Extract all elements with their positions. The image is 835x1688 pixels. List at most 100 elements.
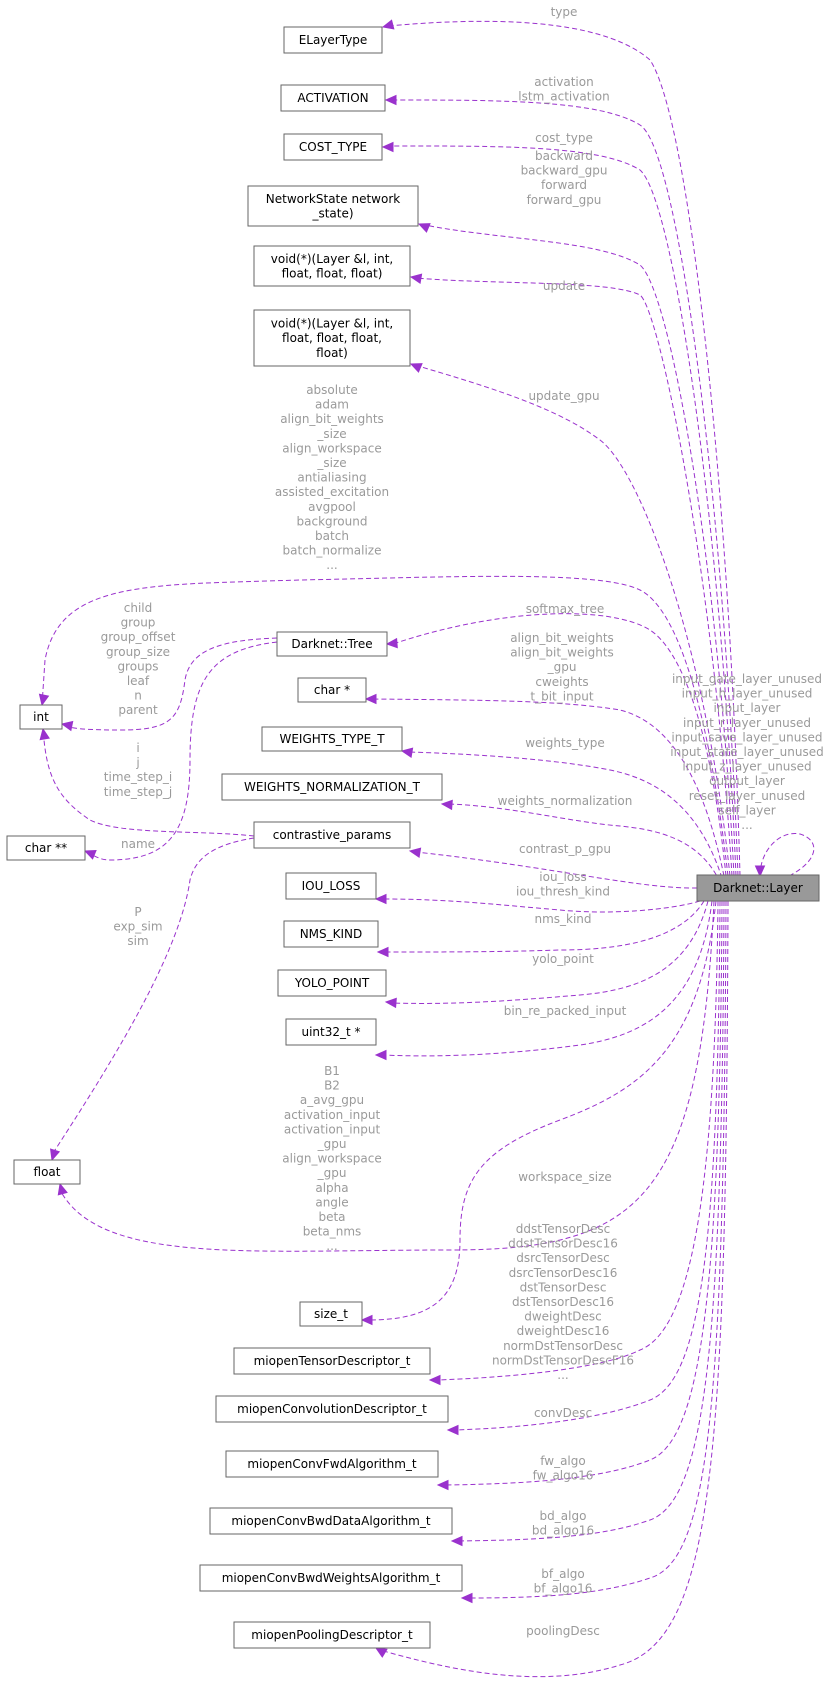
edge-label-line: fw_algo — [540, 1454, 585, 1468]
node-weights-normalization-t[interactable]: WEIGHTS_NORMALIZATION_T — [221, 773, 443, 801]
node-nms-kind[interactable]: NMS_KIND — [283, 920, 379, 948]
node-contrastive-params[interactable]: contrastive_params — [253, 821, 411, 849]
edge-label-line: background — [297, 514, 368, 528]
node-weights-type-t[interactable]: WEIGHTS_TYPE_T — [261, 726, 403, 752]
edge-label-line: self_layer — [718, 803, 775, 817]
edge-label-float-members: B1B2a_avg_gpuactivation_inputactivation_… — [282, 1064, 382, 1253]
edge-type — [381, 19, 741, 877]
edge-label-line: parent — [118, 703, 158, 717]
node-miopen-tensor[interactable]: miopenTensorDescriptor_t — [233, 1347, 431, 1375]
edge-path — [415, 277, 733, 877]
arrowhead — [385, 637, 398, 649]
edge-label-line: input_gate_layer_unused — [672, 672, 822, 686]
arrowhead — [376, 946, 389, 958]
node-box — [233, 1347, 431, 1375]
arrowhead — [754, 865, 766, 878]
edge-path — [391, 900, 709, 1004]
node-darknet-tree[interactable]: Darknet::Tree — [276, 631, 388, 657]
edge-contrastive-float — [50, 837, 255, 1162]
node-int[interactable]: int — [19, 704, 63, 730]
node-void-fn2[interactable]: void(*)(Layer &l, int,float, float, floa… — [253, 309, 411, 367]
edge-label-line: input_h_layer_unused — [682, 687, 813, 701]
edge-label-line: dstTensorDesc16 — [512, 1295, 614, 1309]
edge-label-workspace-size: workspace_size — [518, 1170, 612, 1184]
edge-label-line: lstm_activation — [518, 90, 609, 104]
edge-label-bin-re-packed-input: bin_re_packed_input — [504, 1004, 627, 1018]
arrowhead — [417, 223, 431, 233]
edge-path — [59, 900, 715, 1252]
node-label: char * — [314, 683, 350, 697]
node-cost-type[interactable]: COST_TYPE — [283, 133, 383, 161]
node-label: Darknet::Tree — [291, 637, 372, 651]
edges — [38, 19, 815, 1678]
node-activation[interactable]: ACTIVATION — [280, 84, 386, 112]
edge-label-line: poolingDesc — [526, 1624, 600, 1638]
edge-label-line: bf_algo — [541, 1567, 585, 1581]
arrowhead — [38, 693, 50, 707]
edge-label-line: leaf — [127, 674, 150, 688]
edge-label-line: yolo_point — [532, 952, 594, 966]
node-miopen-pooling[interactable]: miopenPoolingDescriptor_t — [233, 1621, 431, 1649]
node-box — [276, 631, 388, 657]
node-char-ptr-ptr[interactable]: char ** — [6, 835, 86, 861]
node-uint32-ptr[interactable]: uint32_t * — [285, 1018, 377, 1046]
node-box — [199, 1564, 463, 1592]
node-networkstate-fn[interactable]: NetworkState network_state) — [247, 185, 419, 227]
edge-backward — [417, 223, 735, 877]
node-box — [280, 84, 386, 112]
node-char-ptr[interactable]: char * — [297, 677, 367, 703]
edge-label-line: input_save_layer_unused — [671, 730, 822, 744]
node-float[interactable]: float — [13, 1159, 81, 1185]
edge-label-line: batch_normalize — [283, 544, 382, 558]
edge-label-line: activation_input — [284, 1122, 381, 1136]
node-size-t[interactable]: size_t — [299, 1301, 363, 1327]
node-box — [277, 969, 387, 997]
edge-path — [85, 641, 278, 861]
edge-label-line: groups — [117, 659, 158, 673]
node-miopen-bwd-data[interactable]: miopenConvBwdDataAlgorithm_t — [209, 1507, 453, 1535]
node-label: WEIGHTS_TYPE_T — [279, 732, 385, 746]
edge-label-conv-desc: convDesc — [534, 1406, 592, 1420]
edge-yolo-point — [384, 900, 709, 1009]
node-miopen-bwd-weights[interactable]: miopenConvBwdWeightsAlgorithm_t — [199, 1564, 463, 1592]
node-box — [285, 872, 377, 900]
node-miopen-conv[interactable]: miopenConvolutionDescriptor_t — [215, 1395, 449, 1423]
edge-path — [435, 900, 719, 1381]
edge-path — [447, 803, 721, 883]
edge-label-line: normDstTensorDesc — [503, 1339, 623, 1353]
edge-path — [387, 20, 741, 877]
edge-label-line: exp_sim — [113, 920, 162, 934]
node-void-fn1[interactable]: void(*)(Layer &l, int,float, float, floa… — [253, 245, 411, 287]
node-box — [696, 874, 820, 902]
edge-label-line: dweightDesc — [524, 1310, 602, 1324]
arrowhead — [408, 847, 422, 858]
node-elayertype[interactable]: ELayerType — [283, 26, 383, 54]
edge-self-layer — [754, 833, 815, 878]
edge-cost-type — [381, 141, 737, 877]
node-label: NMS_KIND — [300, 927, 363, 941]
node-target[interactable]: Darknet::Layer — [696, 874, 820, 902]
edge-activation — [384, 94, 739, 877]
edge-label-line: angle — [315, 1195, 348, 1209]
nodes: Darknet::Layer ELayerTypeACTIVATIONCOST_T… — [6, 26, 820, 1649]
edge-miopen-fwd — [436, 900, 723, 1491]
edge-nms-kind — [376, 900, 705, 958]
node-iou-loss[interactable]: IOU_LOSS — [285, 872, 377, 900]
edge-label-line: contrast_p_gpu — [519, 842, 611, 856]
edge-label-line: batch — [315, 529, 349, 543]
node-box — [209, 1507, 453, 1535]
edge-label-line: name — [121, 837, 155, 851]
node-box — [247, 185, 419, 227]
node-yolo-point[interactable]: YOLO_POINT — [277, 969, 387, 997]
node-miopen-fwd[interactable]: miopenConvFwdAlgorithm_t — [225, 1450, 439, 1478]
edge-label-nms-kind: nms_kind — [534, 912, 591, 926]
edge-size-t — [360, 900, 717, 1326]
arrowhead — [460, 1592, 473, 1604]
edge-path — [457, 900, 725, 1542]
edge-label-pooling-desc: poolingDesc — [526, 1624, 600, 1638]
edge-update-gpu — [409, 363, 731, 877]
arrowhead — [60, 720, 74, 732]
